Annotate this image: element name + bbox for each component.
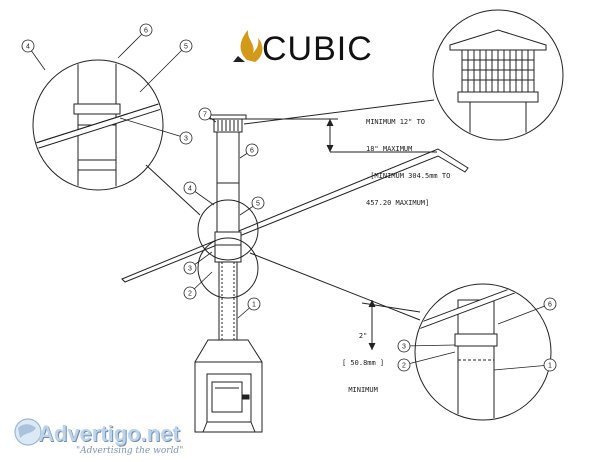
wood-stove (202, 373, 256, 433)
top-clearance-line-1: MINIMUM 12" TO (366, 118, 426, 126)
callout-main-3: 3 (183, 251, 213, 275)
roof-clearance-line-3: MINIMUM (348, 386, 378, 394)
top-clearance-line-4: 457.20 MAXIMUM] (366, 199, 430, 207)
callout-detail-right-3: 3 (397, 339, 456, 353)
callout-number: 6 (144, 28, 148, 35)
callout-main-1: 1 (237, 297, 261, 319)
top-clearance-note: MINIMUM 12" TO 18" MAXIMUM .[MINIMUM 304… (366, 100, 450, 217)
watermark-title: Advertigo.net (38, 421, 180, 446)
detail-cap-enlarged (432, 9, 564, 141)
callout-main-2: 2 (183, 271, 213, 300)
detail-roof-clearance (414, 283, 552, 421)
top-clearance-dimension (246, 118, 437, 153)
roof-clearance-dimension (361, 299, 421, 351)
callout-detail-right-6: 6 (497, 297, 557, 325)
roof-clearance-line-2: [ 50.8mm ] (342, 359, 385, 367)
callout-number: 1 (252, 302, 256, 309)
roof-clearance-note: 2" [ 50.8mm ] MINIMUM (342, 314, 384, 404)
callout-detail-left-5: 5 (139, 39, 193, 93)
callout-number: 1 (548, 363, 552, 370)
chimney-cap (209, 114, 247, 133)
callout-detail-left-6: 6 (117, 23, 153, 59)
callout-number: 2 (188, 291, 192, 298)
callout-detail-right-2: 2 (397, 351, 456, 372)
detail-left-storm-collar (32, 59, 164, 191)
callout-number: 3 (188, 266, 192, 273)
callout-number: 4 (188, 186, 192, 193)
callout-main-5: 5 (239, 196, 265, 216)
callout-main-7: 7 (198, 107, 217, 123)
callout-main-4: 4 (183, 181, 215, 206)
brand-logo-text: CUBIC (262, 30, 373, 68)
callout-number: 6 (548, 302, 552, 309)
callout-detail-right-1: 1 (493, 358, 557, 372)
magnifier-circle-upper (197, 199, 259, 261)
callout-main-6: 6 (239, 143, 259, 159)
roof-clearance-line-1: 2" (358, 332, 368, 340)
callout-detail-left-4: 4 (21, 39, 46, 71)
top-clearance-line-2: 18" MAXIMUM (366, 145, 413, 153)
watermark-tagline: "Advertising the world" (76, 446, 184, 456)
callout-number: 7 (203, 112, 207, 119)
callout-number: 5 (184, 44, 188, 51)
callout-number: 5 (256, 201, 260, 208)
magnifier-circle-lower (197, 237, 259, 299)
callout-number: 3 (402, 344, 406, 351)
roof-line (121, 148, 469, 283)
callout-number: 6 (250, 148, 254, 155)
callout-number: 2 (402, 363, 406, 370)
callout-number: 3 (184, 136, 188, 143)
detail-leader-lines (145, 99, 435, 321)
flame-icon (233, 30, 263, 62)
globe-icon (14, 418, 42, 446)
callout-number: 4 (26, 44, 30, 51)
callout-detail-left-3: 3 (119, 117, 193, 145)
chimney-pipe (214, 131, 242, 363)
top-clearance-line-3: .[MINIMUM 304.5mm TO (366, 172, 451, 180)
